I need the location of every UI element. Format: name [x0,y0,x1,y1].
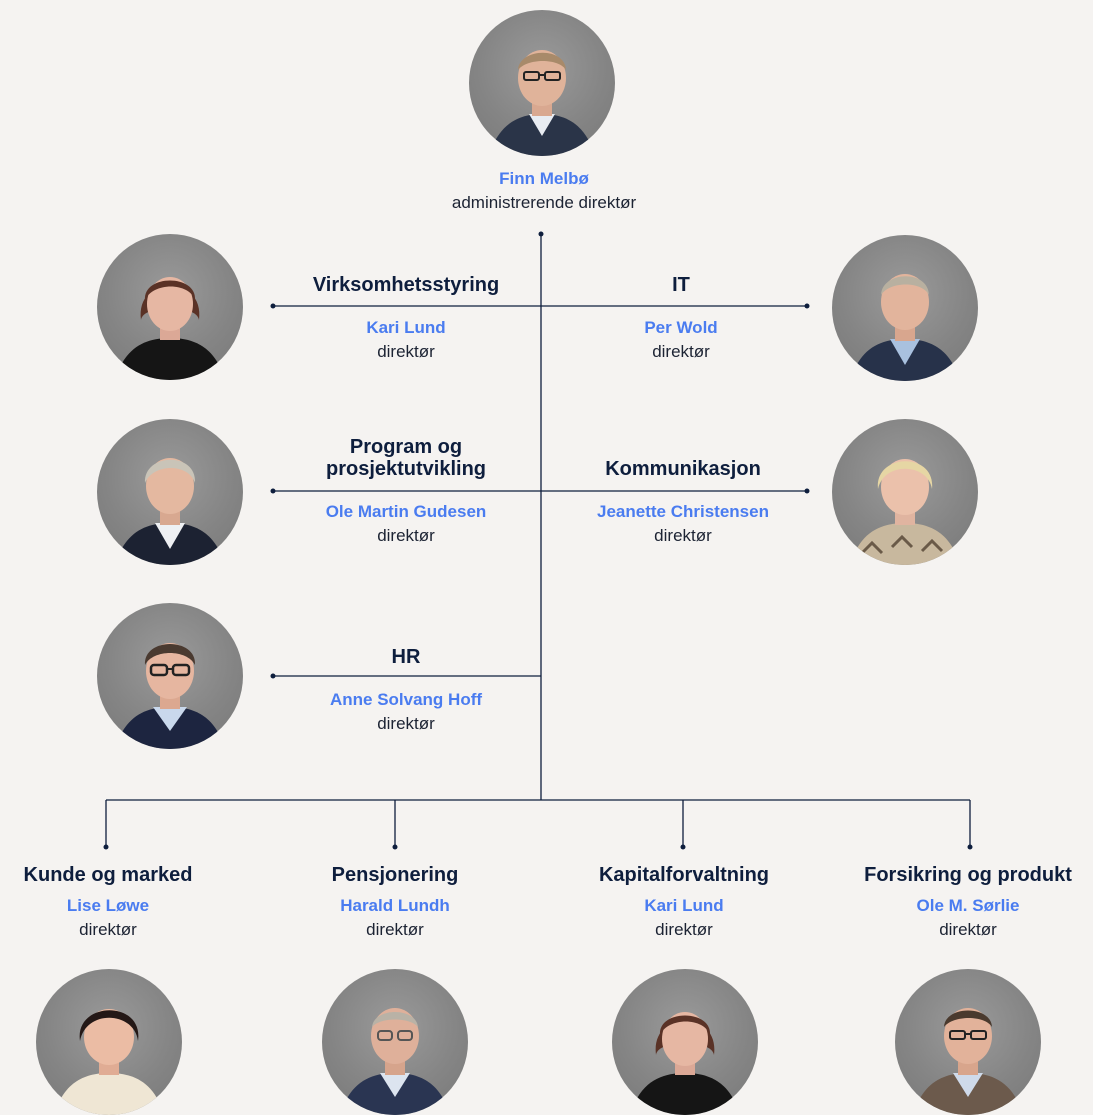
avatar-kapitalforvaltning [612,969,758,1115]
portrait-icon [489,50,595,156]
person-role: direktør [939,920,997,939]
person-role: direktør [654,526,712,545]
unit-forsikring-og-produkt: Forsikring og produkt Ole M. Sørlie dire… [864,864,1072,943]
node-dot [270,303,276,309]
avatar-kommunikasjon [832,419,978,565]
department-title: Pensjonering [331,864,459,886]
portrait-icon [115,643,225,749]
department-title: Virksomhetsstyring [312,274,500,296]
node-dot [103,844,109,850]
node-dot [538,231,544,237]
person-role: direktør [652,342,710,361]
avatar-pensjonering [322,969,468,1115]
avatar-ceo [469,10,615,156]
person-role: direktør [377,526,435,545]
unit-kunde-og-marked: Kunde og marked Lise Løwe direktør [24,864,193,943]
node-dot [270,673,276,679]
department-title: HR [391,646,421,668]
unit-hr: HR Anne Solvang Hoff direktør [330,646,482,737]
department-title-line2: prosjektutvikling [325,458,487,480]
unit-pensjonering: Pensjonering Harald Lundh direktør [332,864,459,943]
ceo-card: Finn Melbø administrerende direktør [452,168,636,216]
portrait-icon [340,1008,450,1115]
person-role: direktør [377,714,435,733]
person-name: Ole Martin Gudesen [325,502,487,521]
portrait-icon [115,458,225,565]
avatar-it [832,235,978,381]
node-dot [804,488,810,494]
person-role: direktør [377,342,435,361]
portrait-icon [54,1009,164,1115]
person-role: direktør [79,920,137,939]
avatar-kunde-og-marked [36,969,182,1115]
node-dot [270,488,276,494]
portrait-icon [850,459,960,565]
person-name: Harald Lundh [340,896,450,915]
portrait-icon [630,1012,740,1115]
department-title: IT [672,274,690,296]
portrait-icon [115,277,225,380]
portrait-icon [850,274,960,381]
person-name: Anne Solvang Hoff [329,690,483,709]
person-name: Jeanette Christensen [597,502,769,521]
avatar-virksomhetsstyring [97,234,243,380]
department-title: Kunde og marked [23,864,193,886]
department-title: Kommunikasjon [605,458,761,480]
department-title: Kapitalforvaltning [598,864,770,886]
node-dot [680,844,686,850]
person-name: Kari Lund [644,896,724,915]
person-name: Per Wold [644,318,718,337]
person-role: direktør [655,920,713,939]
unit-kapitalforvaltning: Kapitalforvaltning Kari Lund direktør [599,864,769,943]
person-name: Ole M. Sørlie [916,896,1020,915]
unit-program-prosjektutvikling: Program og prosjektutvikling Ole Martin … [326,436,487,549]
unit-kommunikasjon: Kommunikasjon Jeanette Christensen direk… [597,458,769,549]
unit-it: IT Per Wold direktør [644,274,717,365]
node-dot [804,303,810,309]
person-name: Finn Melbø [499,169,589,188]
person-name: Kari Lund [366,318,446,337]
avatar-hr [97,603,243,749]
person-role: direktør [366,920,424,939]
department-title-line1: Program og [349,436,463,458]
avatar-forsikring-og-produkt [895,969,1041,1115]
department-title: Forsikring og produkt [864,864,1072,886]
node-dot [392,844,398,850]
person-role: administrerende direktør [451,193,637,212]
unit-virksomhetsstyring: Virksomhetsstyring Kari Lund direktør [313,274,499,365]
avatar-program [97,419,243,565]
node-dot [967,844,973,850]
person-name: Lise Løwe [66,896,150,915]
portrait-icon [913,1008,1023,1115]
